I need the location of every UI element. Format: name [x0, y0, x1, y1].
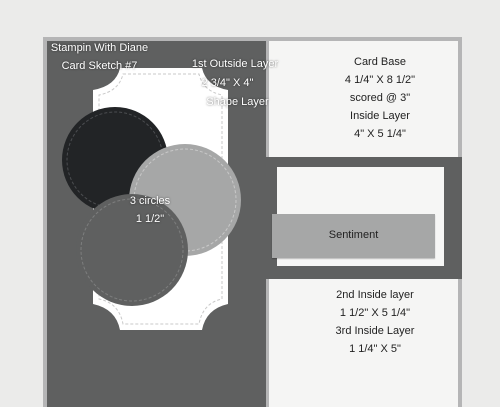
- sketch-note: Card Sketch #7: [61, 60, 138, 72]
- inside-note-2: 1 1/2" X 5 1/4": [339, 307, 411, 319]
- brand-note: Stampin With Diane: [50, 42, 149, 54]
- inside-note-1: 2nd Inside layer: [336, 289, 414, 301]
- card-base-note-3: scored @ 3": [349, 92, 411, 104]
- inside-note-4: 1 1/4" X 5": [349, 343, 401, 355]
- circles-note-1: 3 circles: [129, 195, 171, 207]
- inside-note-3: 3rd Inside Layer: [335, 325, 415, 337]
- card-base-note-5: 4" X 5 1/4": [354, 128, 406, 140]
- sentiment-strip: [272, 214, 435, 258]
- dark-gray-circle: [76, 194, 188, 306]
- card-base-note-2: 4 1/4" X 8 1/2": [344, 74, 416, 86]
- sentiment-label: Sentiment: [328, 229, 379, 241]
- card-base-note-1: Card Base: [354, 56, 406, 68]
- outside-layer-note-1: 1st Outside Layer: [191, 58, 279, 70]
- circles-note-2: 1 1/2": [135, 213, 165, 225]
- card-base-note-4: Inside Layer: [350, 110, 410, 122]
- outside-layer-note-3: Shape Layer: [206, 96, 269, 108]
- outside-layer-note-2: 2 3/4" X 4": [201, 77, 254, 89]
